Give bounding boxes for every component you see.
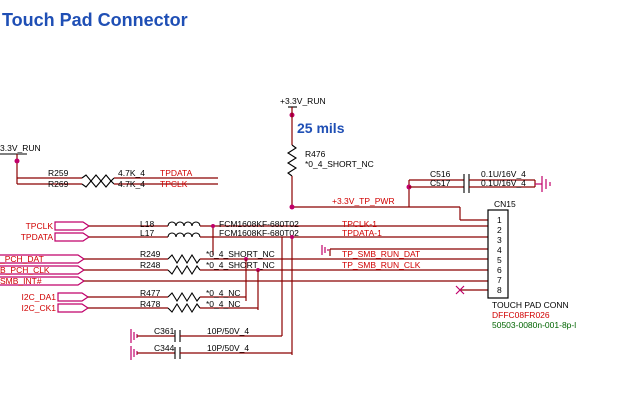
- connector-pin-8: 8: [497, 285, 502, 295]
- l18-value: FCM1608KF-680T02: [219, 219, 299, 229]
- r259-resistor: [81, 174, 115, 182]
- r249-value: *0_4_SHORT_NC: [206, 249, 275, 259]
- connector-pin-2: 2: [497, 225, 502, 235]
- r269-ref: R269: [48, 179, 69, 189]
- smb-int-port-label: SMB_INT#: [0, 276, 42, 286]
- tpdata-port-label: TPDATA: [21, 232, 54, 242]
- r269-net: TPCLK: [160, 179, 188, 189]
- r248-resistor: [167, 264, 201, 276]
- r477-ref: R477: [140, 288, 161, 298]
- page-title: Touch Pad Connector: [2, 10, 188, 30]
- r478-resistor: [167, 302, 201, 314]
- net-smb-dat: TP_SMB_RUN_DAT: [342, 249, 420, 259]
- connector-ref: CN15: [494, 199, 516, 209]
- l18-junction: [211, 224, 215, 228]
- r476-ref: R476: [305, 149, 326, 159]
- r269-value: 4.7K_4: [118, 179, 145, 189]
- l17-net: TPDATA-1: [342, 228, 382, 238]
- rail-run-top-label: +3.3V_RUN: [280, 96, 326, 106]
- c344-ground-icon: [130, 346, 138, 360]
- connector-body: [487, 209, 509, 299]
- l17-junction: [290, 235, 294, 239]
- connector-pin-1: 1: [497, 215, 502, 225]
- i2c-da-port-icon: [57, 292, 90, 302]
- l18-net: TPCLK-1: [342, 219, 377, 229]
- c361-ref: C361: [154, 326, 175, 336]
- rail-tp-pwr-label: +3.3V_TP_PWR: [332, 196, 395, 206]
- r259-ref: R259: [48, 168, 69, 178]
- r476-value: *0_4_SHORT_NC: [305, 159, 374, 169]
- c516-ref: C516: [430, 169, 451, 179]
- connector-pin-3: 3: [497, 235, 502, 245]
- l18-inductor: [167, 221, 201, 227]
- i2c-ck-port-label: I2C_CK1: [22, 303, 57, 313]
- r478-ref: R478: [140, 299, 161, 309]
- connector-name: TOUCH PAD CONN: [492, 300, 569, 310]
- pin8-no-connect-icon: [455, 285, 465, 295]
- rail-run-left-label: 3.3V_RUN: [0, 143, 41, 153]
- l17-ref: L17: [140, 228, 154, 238]
- r249-resistor: [167, 253, 201, 265]
- pin4-ground-icon: [321, 245, 329, 255]
- r249-ref: R249: [140, 249, 161, 259]
- r259-net: TPDATA: [160, 168, 193, 178]
- connector-pin-4: 4: [497, 245, 502, 255]
- c516-value: 0.1U/16V_4: [481, 169, 526, 179]
- c517-value: 0.1U/16V_4: [481, 178, 526, 188]
- r248-value: *0_4_SHORT_NC: [206, 260, 275, 270]
- c361-value: 10P/50V_4: [207, 326, 249, 336]
- i2c-ck-port-icon: [57, 303, 90, 313]
- l17-inductor: [167, 232, 201, 238]
- pch-dat-port-label: _PCH_DAT: [0, 254, 44, 264]
- l18-ref: L18: [140, 219, 154, 229]
- connector-part: DFFC08FR026: [492, 310, 550, 320]
- connector-partno: 50503-0080n-001-8p-l: [492, 320, 576, 330]
- r477-value: *0_4_NC: [206, 288, 241, 298]
- r259-value: 4.7K_4: [118, 168, 145, 178]
- pch-clk-port-label: B_PCH_CLK: [0, 265, 50, 275]
- rail-run-left-junction: [14, 158, 20, 164]
- tp-pwr-junction: [289, 204, 295, 210]
- r248-ref: R248: [140, 260, 161, 270]
- c344-ref: C344: [154, 343, 175, 353]
- c361-ground-icon: [130, 329, 138, 343]
- net-smb-clk: TP_SMB_RUN_CLK: [342, 260, 421, 270]
- connector-pin-6: 6: [497, 265, 502, 275]
- i2c-da-port-label: I2C_DA1: [22, 292, 57, 302]
- l17-value: FCM1608KF-680T02: [219, 228, 299, 238]
- connector-pin-5: 5: [497, 255, 502, 265]
- tpclk-port-icon: [54, 221, 91, 231]
- tpclk-port-label: TPCLK: [26, 221, 54, 231]
- r269-resistor: [81, 180, 115, 188]
- connector-pin-7: 7: [497, 275, 502, 285]
- r476-resistor: [286, 144, 298, 177]
- c344-value: 10P/50V_4: [207, 343, 249, 353]
- r477-resistor: [167, 291, 201, 303]
- cap-ground-icon: [541, 176, 551, 192]
- c517-ref: C517: [430, 178, 451, 188]
- tpdata-port-icon: [54, 232, 91, 242]
- r478-value: *0_4_NC: [206, 299, 241, 309]
- note-25-mils: 25 mils: [297, 120, 345, 136]
